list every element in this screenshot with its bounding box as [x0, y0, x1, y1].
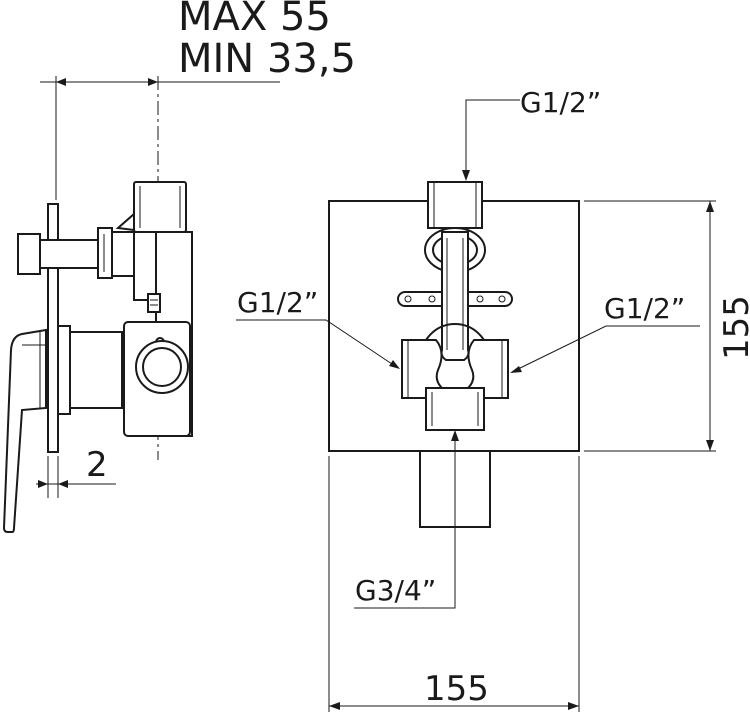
height-label: 155	[717, 295, 750, 360]
outlet-right-label: G1/2”	[604, 292, 685, 325]
plate-thickness-dimension: 2	[36, 445, 116, 498]
inlet-callout: G3/4”	[354, 430, 459, 609]
width-label: 155	[424, 669, 489, 709]
height-dimension: 155	[584, 200, 750, 452]
depth-max-label: MAX 55	[178, 0, 331, 40]
cartridge-housing	[69, 331, 123, 409]
left-outlet-callout: G1/2”	[236, 286, 400, 369]
width-dimension: 155	[328, 456, 580, 712]
outlet-top-label: G1/2”	[520, 86, 601, 119]
lower-outlet	[123, 321, 191, 437]
inlet-bottom-label: G3/4”	[355, 574, 436, 607]
front-view: G1/2” G1/2” G1/2” G3/4” 155	[236, 86, 750, 712]
depth-min-label: MIN 33,5	[178, 36, 356, 82]
central-riser	[440, 231, 470, 361]
mixer-body	[401, 339, 509, 431]
side-view: MAX 55 MIN 33,5	[2, 0, 356, 533]
right-outlet-callout: G1/2”	[510, 292, 700, 373]
handle	[2, 328, 47, 533]
outlet-left-label: G1/2”	[237, 286, 318, 319]
handle-flange	[57, 325, 71, 415]
diverter-spindle	[17, 227, 135, 279]
plate-thickness-label: 2	[86, 445, 108, 485]
top-outlet-callout: G1/2”	[462, 86, 601, 181]
